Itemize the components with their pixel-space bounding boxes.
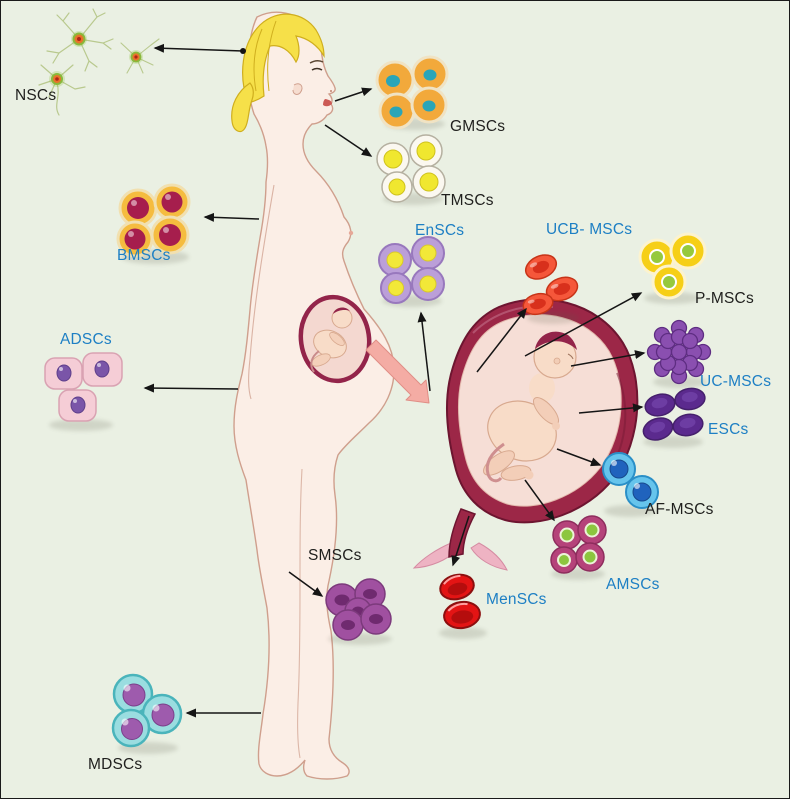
label-ucb-mscs: UCB- MSCs (546, 221, 633, 238)
arrow-uterus-to-ucb-mscs (476, 307, 527, 373)
label-amscs: AMSCs (606, 576, 660, 593)
umbilical-cord (485, 442, 505, 483)
uterus-flare-right (470, 542, 508, 571)
arrow-uterus-to-enscs (417, 311, 431, 392)
menstrual-sc-cells-icon (439, 573, 487, 639)
adipose-sc-cells-icon (44, 352, 123, 431)
skeletal-muscle-sc-cells-icon (325, 578, 392, 645)
eye (311, 67, 323, 71)
fetus-figure (483, 331, 577, 483)
arrow-throat-to-tmscs (324, 124, 373, 157)
label-escs: ESCs (708, 421, 749, 438)
arm-line (248, 184, 275, 400)
belly-to-uterus-arrow (365, 339, 430, 404)
label-p-mscs: P-MSCs (695, 290, 754, 307)
endometrial-sc-cells-icon (378, 236, 445, 307)
amniotic-fluid-msc-cells-icon (602, 452, 659, 517)
label-smscs: SMSCs (308, 547, 362, 564)
muscle-derived-sc-cells-icon (111, 673, 183, 754)
ponytail (231, 82, 254, 133)
arrow-head-to-nscs (153, 43, 244, 53)
bone-marrow-sc-cells-icon (116, 183, 191, 264)
arrow-uterus-to-uc-mscs (570, 350, 646, 367)
embryonic-sc-cells-icon (642, 387, 706, 448)
nostril (330, 90, 332, 92)
arrow-uterus-to-escs (578, 403, 644, 414)
lips (323, 99, 332, 107)
umbilical-cord-msc-cells-icon (646, 319, 712, 388)
label-enscs: EnSCs (415, 222, 465, 239)
gingival-msc-cells-icon (375, 55, 449, 130)
ear-icon (292, 83, 303, 95)
uterus-with-fetus (412, 298, 639, 571)
arrow-uterus-to-amscs (524, 479, 555, 522)
label-uc-mscs: UC-MSCs (700, 373, 772, 390)
hair-cap (242, 13, 325, 104)
arrow-uterus-to-p-mscs (524, 292, 643, 357)
label-nscs: NSCs (15, 87, 57, 104)
label-tmscs: TMSCs (441, 192, 494, 209)
arrow-mouth-to-gmscs (334, 87, 373, 102)
cervix-stem (448, 508, 477, 558)
amniotic-membrane-sc-cells-icon (550, 515, 607, 580)
eyebrow (309, 59, 324, 64)
pregnant-woman-side-profile (231, 11, 395, 780)
arrow-arm-to-bmscs (203, 212, 260, 222)
arrow-hip-to-adscs (143, 383, 239, 393)
label-bmscs: BMSCs (117, 247, 171, 264)
nipple (348, 230, 354, 236)
neuron-cells-icon (38, 8, 160, 116)
arrow-uterus-to-af-mscs (556, 448, 602, 467)
label-mdscs: MDSCs (88, 756, 143, 773)
label-adscs: ADSCs (60, 331, 112, 348)
fetus-in-belly (298, 294, 372, 384)
hair-strands (253, 20, 277, 92)
cord-blood-msc-cells-icon (522, 254, 579, 324)
arrows-layer (143, 43, 646, 718)
label-gmscs: GMSCs (450, 118, 506, 135)
leg-divider-line (297, 468, 303, 759)
label-af-mscs: AF-MSCs (645, 501, 714, 518)
placenta-msc-cells-icon (638, 232, 707, 304)
arrow-thigh-to-smscs (288, 571, 324, 597)
label-menscs: MenSCs (486, 591, 547, 608)
tonsil-msc-cells-icon (376, 134, 446, 205)
arrow-uterus-to-menscs (451, 515, 470, 567)
woman-body-outline (233, 11, 395, 780)
